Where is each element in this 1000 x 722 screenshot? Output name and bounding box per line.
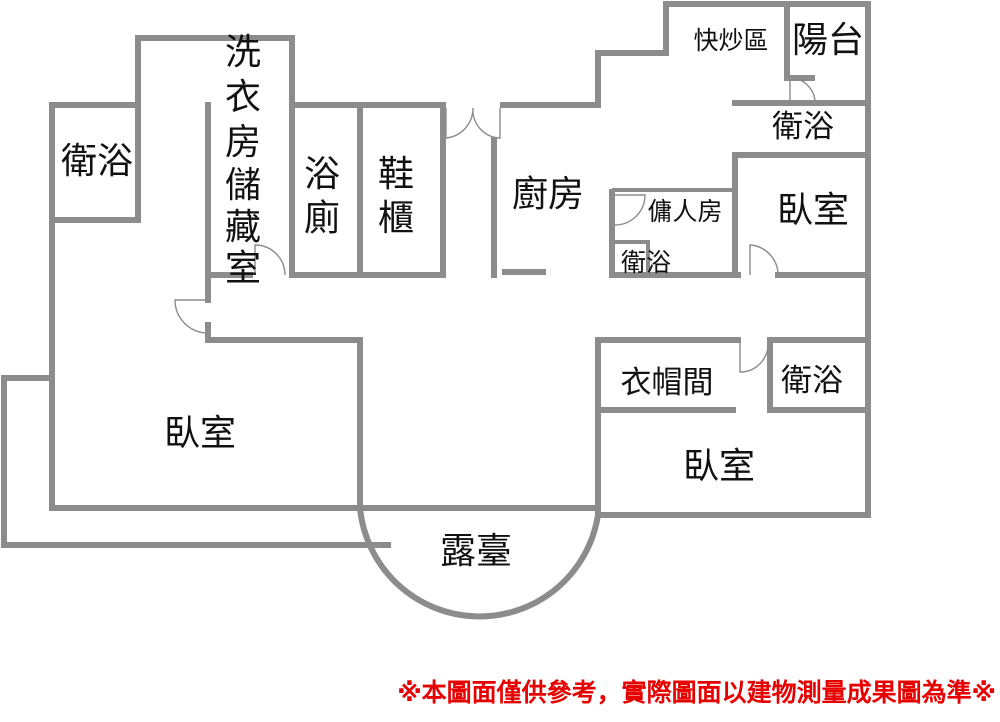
label-bath-top-left: 衛浴: [61, 141, 133, 182]
label-bedroom-right-bottom: 臥室: [683, 446, 755, 487]
doors: [174, 77, 816, 373]
label-walk-in-closet: 衣帽間: [621, 365, 714, 401]
label-laundry-char: 藏: [225, 207, 261, 248]
door-laundry: [254, 244, 286, 276]
door-kitchen-double: [445, 107, 501, 139]
wall-maid: [609, 189, 678, 278]
label-bath-top-right: 衛浴: [772, 109, 834, 145]
label-laundry-char: 衣: [225, 77, 261, 118]
label-laundry-char: 儲: [225, 165, 261, 206]
label-balcony: 陽台: [792, 20, 864, 61]
label-laundry-char: 室: [225, 248, 261, 289]
label-toilet-char: 浴: [304, 154, 340, 195]
wall-toilet-shoe: [289, 102, 446, 278]
label-bath-mid-right: 衛浴: [781, 363, 843, 399]
wall-left-bath: [49, 102, 141, 223]
wall-bath-mr: [767, 337, 871, 413]
door-balcony: [789, 77, 816, 104]
label-laundry-char: 洗: [225, 32, 261, 73]
label-stir-fry: 快炒區: [693, 26, 768, 55]
label-maid-room: 傭人房: [647, 197, 722, 226]
wall-laundry: [135, 35, 446, 108]
label-maid-bath: 衛浴: [621, 248, 671, 277]
label-terrace: 露臺: [440, 531, 512, 572]
door-maid: [614, 194, 646, 226]
label-bedroom-left: 臥室: [164, 413, 236, 454]
label-toilet-char: 廁: [304, 198, 340, 239]
label-bedroom-right-top: 臥室: [777, 190, 849, 231]
label-shoe-char: 鞋: [378, 154, 414, 195]
wall-maid-bath: [612, 240, 650, 275]
label-shoe-char: 櫃: [378, 198, 414, 239]
wall-kitchen-top: [500, 1, 871, 108]
wall-stirfry: [784, 1, 815, 81]
wall-left-outer: [1, 102, 391, 548]
wall-left-inner: [49, 322, 363, 511]
walls: [1, 1, 871, 620]
wall-terrace-arc: [356, 504, 602, 620]
door-bedroom-tr: [749, 244, 779, 276]
label-laundry-char: 房: [225, 122, 261, 163]
door-bath-mr: [739, 341, 769, 373]
disclaimer-note: ※本圖面僅供參考，實際圖面以建物測量成果圖為準※: [397, 678, 996, 707]
door-corridor-left: [174, 299, 209, 334]
room-labels: 衛浴 洗 衣 房 儲 藏 室 浴 廁 鞋 櫃 廚房 快炒區 陽台 衛浴 傭人房 …: [61, 20, 864, 572]
label-kitchen: 廚房: [512, 174, 584, 215]
